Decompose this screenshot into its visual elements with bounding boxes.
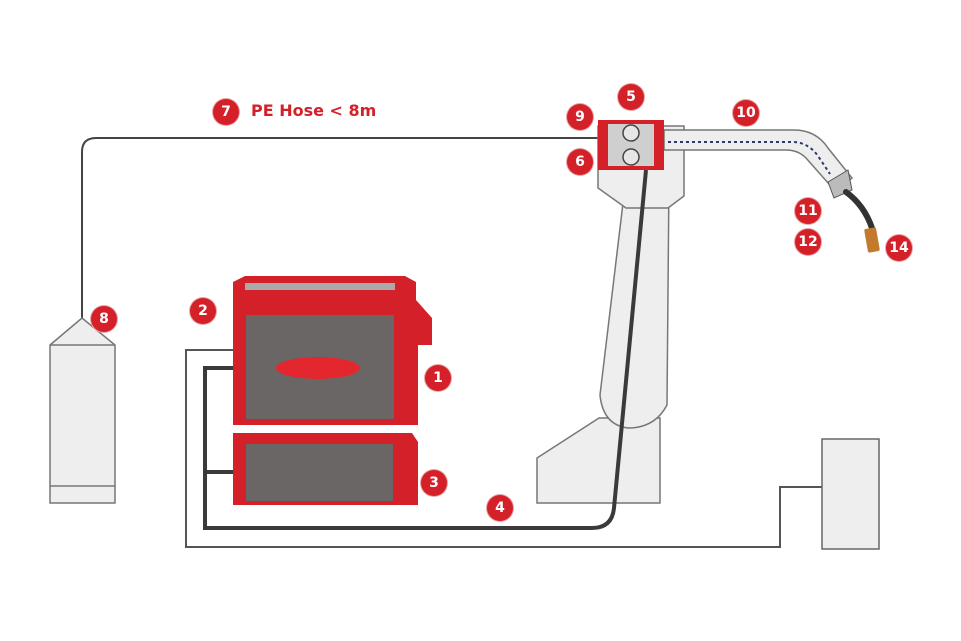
control-box [821,438,880,550]
wire-feeder [598,120,664,170]
marker-14: 14 [886,235,912,261]
power-cable [203,169,648,530]
pe-hose-label: PE Hose < 8m [251,101,377,120]
power-source [233,276,432,425]
pe-hose-line [81,137,600,318]
marker-8: 8 [91,306,117,332]
marker-7: 7 [213,99,239,125]
robot-arm [536,125,854,504]
marker-1: 1 [425,365,451,391]
marker-9: 9 [567,104,593,130]
marker-5: 5 [618,84,644,110]
cooling-unit [233,433,418,505]
marker-3: 3 [421,470,447,496]
marker-4: 4 [487,495,513,521]
marker-2: 2 [190,298,216,324]
gas-cylinder [49,317,116,504]
marker-10: 10 [733,100,759,126]
marker-12: 12 [795,229,821,255]
welding-torch [827,169,880,253]
marker-6: 6 [567,149,593,175]
control-cable [185,349,822,548]
marker-11: 11 [795,198,821,224]
